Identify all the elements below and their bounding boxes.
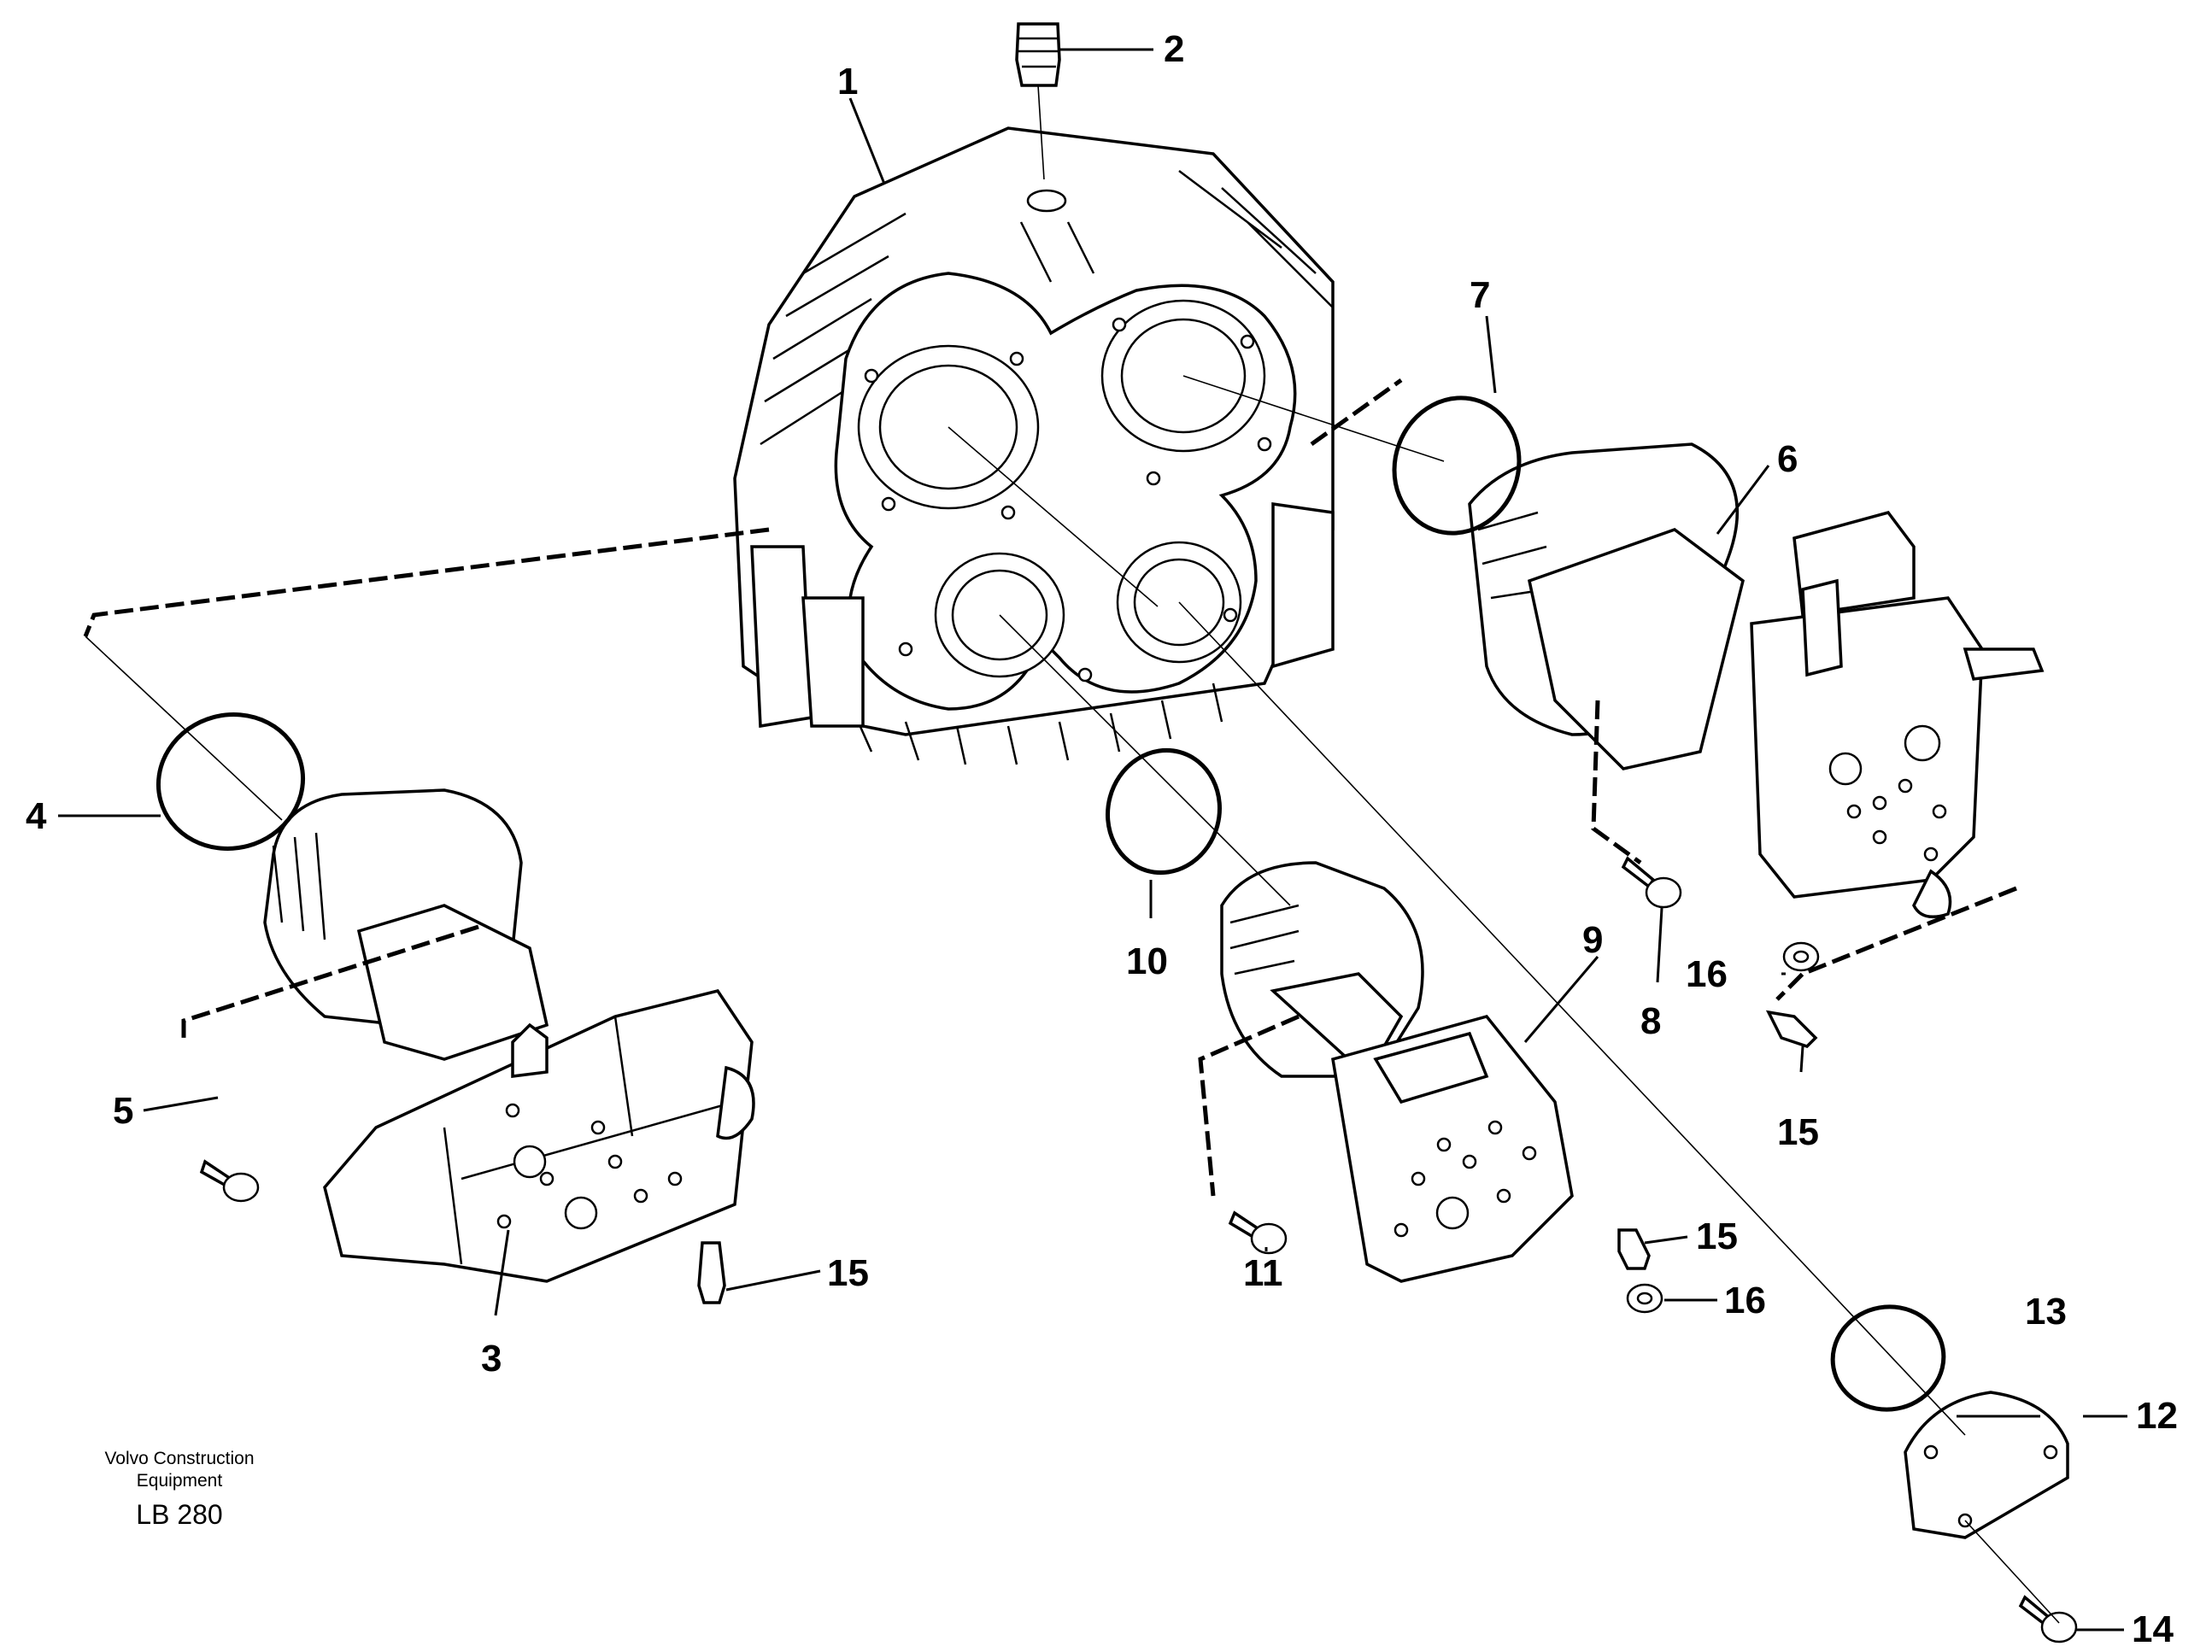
callout-8: 8	[1640, 1000, 1661, 1042]
assembly-line-centre-bolt	[1198, 1014, 1300, 1197]
callout-16-centre: 16	[1724, 1280, 1766, 1321]
callout-4: 4	[26, 795, 47, 837]
assembly-line-right-bolt	[1591, 700, 1642, 865]
callout-9: 9	[1582, 919, 1603, 961]
assembly-line-left-bolt	[181, 924, 479, 1042]
callout-13: 13	[2025, 1291, 2067, 1333]
screw	[2018, 1595, 2078, 1643]
callout-14: 14	[2132, 1608, 2174, 1650]
callout-15-right: 15	[1777, 1111, 1819, 1153]
brand-line-1: Volvo Construction	[104, 1449, 255, 1468]
hydraulic-motor-left	[199, 788, 755, 1304]
o-ring-7	[1392, 395, 1522, 536]
leader-lines	[58, 48, 2127, 1631]
o-ring-13	[1830, 1304, 1946, 1412]
assembly-line-right	[1310, 378, 1403, 447]
callout-15-centre: 15	[1696, 1216, 1738, 1257]
callout-10: 10	[1126, 940, 1168, 982]
callout-12: 12	[2136, 1395, 2178, 1437]
callout-7: 7	[1470, 274, 1490, 316]
o-ring-10	[1106, 747, 1222, 876]
o-ring-4	[155, 712, 306, 851]
callout-15-left: 15	[827, 1252, 869, 1294]
cover-plate	[1904, 1391, 2069, 1539]
callout-5: 5	[113, 1090, 133, 1132]
callout-6: 6	[1777, 438, 1798, 480]
assembly-line-left	[83, 527, 770, 637]
callout-11: 11	[1243, 1252, 1283, 1294]
hydraulic-motor-right	[1468, 442, 2045, 1049]
callout-3: 3	[481, 1338, 502, 1380]
footer-brand: Volvo Construction Equipment LB 280	[81, 1448, 278, 1531]
hydraulic-motor-centre	[1220, 861, 1663, 1314]
brand-line-2: Equipment	[136, 1471, 223, 1491]
callout-2: 2	[1164, 28, 1184, 70]
callout-16-right: 16	[1686, 953, 1728, 995]
diagram-code: LB 280	[136, 1499, 223, 1530]
callout-1: 1	[837, 61, 858, 103]
gear-housing	[733, 126, 1335, 765]
assembly-line-right-plug	[1775, 886, 2017, 1001]
breather-plug	[1015, 22, 1061, 180]
